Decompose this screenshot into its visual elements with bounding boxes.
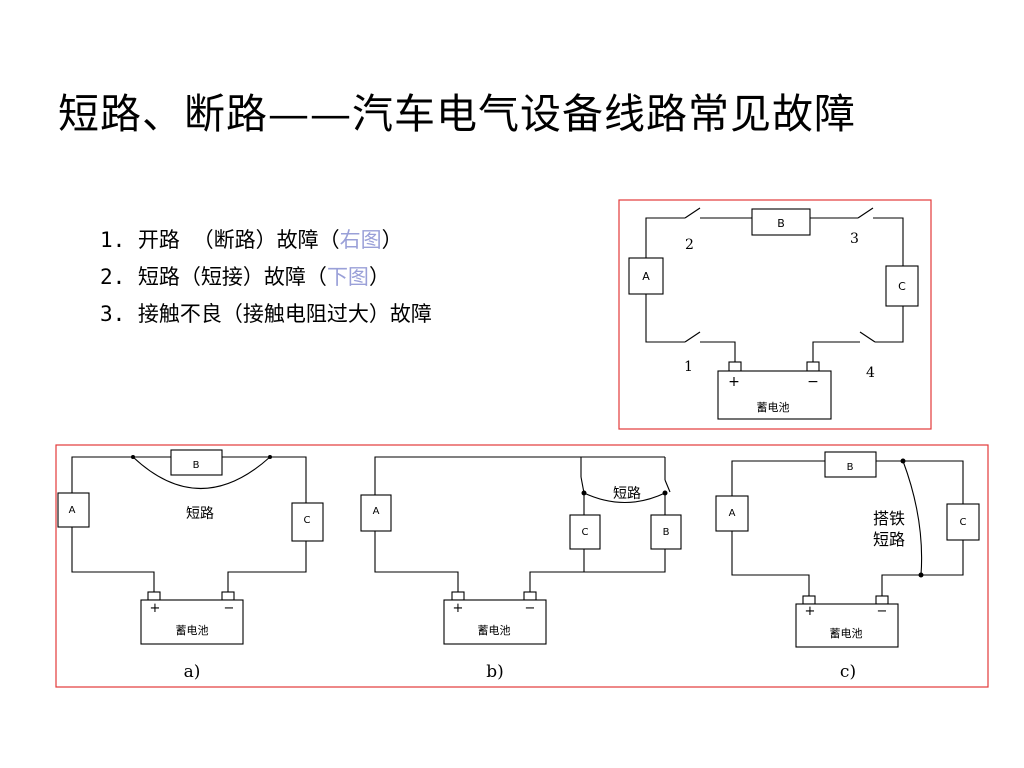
svg-text:蓄电池: 蓄电池 bbox=[478, 624, 511, 637]
fault-list: 1. 开路 （断路）故障（右图） 2. 短路（短接）故障（下图） 3. 接触不良… bbox=[100, 222, 432, 333]
slide-title: 短路、断路——汽车电气设备线路常见故障 bbox=[58, 90, 856, 138]
short-circuit-frame bbox=[55, 444, 989, 688]
svg-text:B: B bbox=[663, 527, 670, 538]
svg-text:短路: 短路 bbox=[186, 506, 214, 522]
switch-2-label: 2 bbox=[685, 237, 694, 253]
list-item-open-circuit: 1. 开路 （断路）故障（右图） bbox=[100, 228, 403, 252]
component-b bbox=[751, 208, 811, 236]
component-c-label: C bbox=[898, 280, 906, 293]
svg-text:C: C bbox=[960, 517, 967, 528]
switch-4-label: 4 bbox=[866, 365, 875, 381]
svg-text:蓄电池: 蓄电池 bbox=[176, 624, 209, 637]
diagram-b: A C B 短路 + − 蓄电池 b) bbox=[360, 456, 682, 682]
caption-b: b) bbox=[486, 662, 504, 682]
svg-text:−: − bbox=[224, 601, 235, 616]
svg-text:A: A bbox=[69, 505, 76, 516]
svg-text:蓄电池: 蓄电池 bbox=[830, 627, 863, 640]
caption-c: c) bbox=[840, 662, 856, 682]
svg-text:+: + bbox=[150, 601, 161, 616]
switch-1-label: 1 bbox=[684, 359, 693, 375]
component-a-label: A bbox=[642, 270, 650, 283]
svg-text:C: C bbox=[582, 527, 589, 538]
svg-text:−: − bbox=[877, 604, 888, 619]
link-right-figure[interactable]: 右图 bbox=[339, 228, 382, 252]
plus-label: + bbox=[728, 374, 740, 390]
list-item-short-circuit: 2. 短路（短接）故障（下图） bbox=[100, 265, 390, 289]
svg-text:+: + bbox=[805, 604, 816, 619]
svg-text:短路: 短路 bbox=[613, 486, 641, 502]
diagram-a: B A C 短路 + − 蓄电池 a) bbox=[57, 449, 324, 682]
svg-text:C: C bbox=[304, 515, 311, 526]
list-item-poor-contact: 3. 接触不良（接触电阻过大）故障 bbox=[100, 302, 432, 326]
component-a bbox=[628, 257, 664, 295]
minus-label: − bbox=[807, 374, 819, 390]
component-b-label: B bbox=[777, 217, 785, 230]
diagram-c: B A C 搭铁 短路 + − 蓄电池 c) bbox=[715, 451, 980, 682]
svg-text:A: A bbox=[373, 506, 380, 517]
svg-text:搭铁: 搭铁 bbox=[873, 509, 905, 528]
battery-label: 蓄电池 bbox=[757, 401, 790, 414]
link-bottom-figure[interactable]: 下图 bbox=[326, 265, 369, 289]
svg-text:A: A bbox=[729, 508, 736, 519]
svg-text:+: + bbox=[453, 601, 464, 616]
svg-text:短路: 短路 bbox=[873, 530, 905, 549]
battery bbox=[717, 370, 832, 420]
caption-a: a) bbox=[184, 662, 201, 682]
svg-text:B: B bbox=[847, 462, 854, 473]
component-c bbox=[885, 265, 919, 307]
svg-text:−: − bbox=[525, 601, 536, 616]
switch-3-label: 3 bbox=[850, 231, 859, 247]
svg-text:B: B bbox=[193, 460, 200, 471]
open-circuit-frame bbox=[618, 199, 932, 430]
